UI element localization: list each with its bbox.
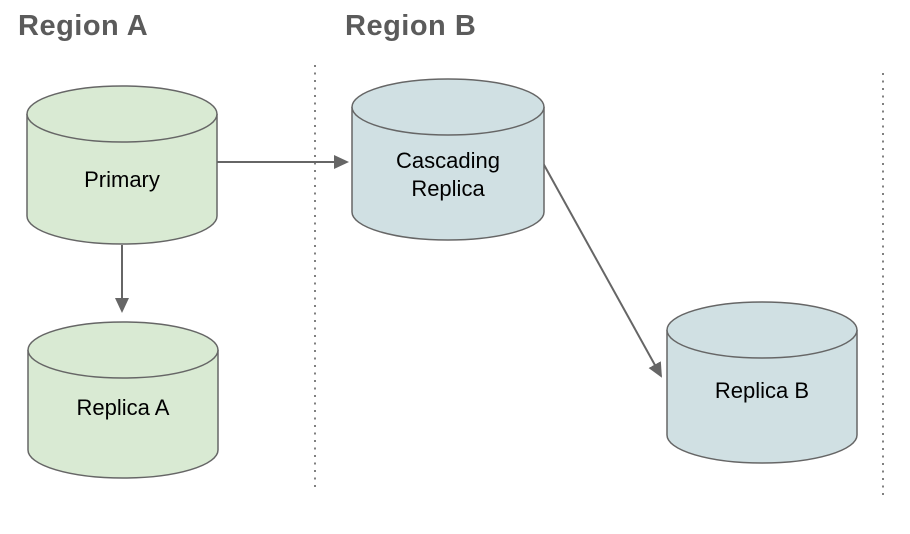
node-cascading-replica-label: Cascading Replica xyxy=(396,148,500,201)
node-cascading-replica-cylinder xyxy=(351,78,545,241)
node-primary-label: Primary xyxy=(84,167,160,192)
region-b-title: Region B xyxy=(345,10,477,42)
edge-cascading-replica-to-replica-b xyxy=(542,162,662,378)
node-replica-a-label: Replica A xyxy=(76,395,170,420)
node-primary-cylinder xyxy=(26,85,218,245)
node-replica-a-cylinder xyxy=(27,321,219,479)
region-a-title: Region A xyxy=(18,10,149,42)
node-replica-b-label: Replica B xyxy=(714,378,810,403)
node-replica-b-cylinder xyxy=(666,301,858,464)
